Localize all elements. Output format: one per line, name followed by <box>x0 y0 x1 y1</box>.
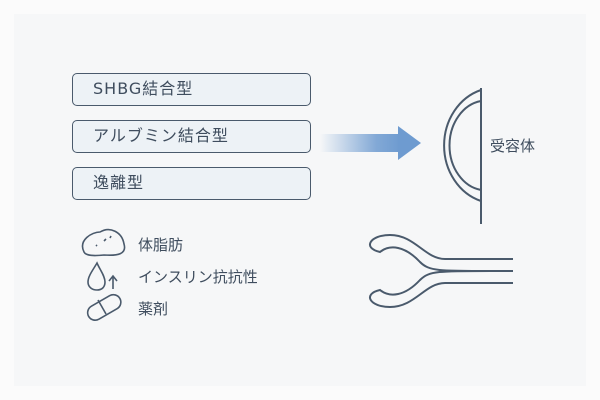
factor-drugs: 薬剤 <box>138 300 169 318</box>
binding-clamp-icon <box>368 233 514 309</box>
drop-up-arrow-icon <box>87 261 118 291</box>
receptor-icon <box>443 88 482 224</box>
albumin-bound-box: アルブミン結合型 <box>72 120 311 153</box>
factor-body-fat: 体脂肪 <box>138 236 184 254</box>
factor-insulin-resistance: インスリン抗抗性 <box>138 268 258 286</box>
fat-blob-icon <box>81 228 126 257</box>
pill-icon <box>86 293 122 321</box>
arrow-right-icon <box>320 126 421 160</box>
shbg-bound-box: SHBG結合型 <box>72 73 311 106</box>
free-type-box: 逸離型 <box>72 167 311 200</box>
receptor-label: 受容体 <box>490 137 536 155</box>
